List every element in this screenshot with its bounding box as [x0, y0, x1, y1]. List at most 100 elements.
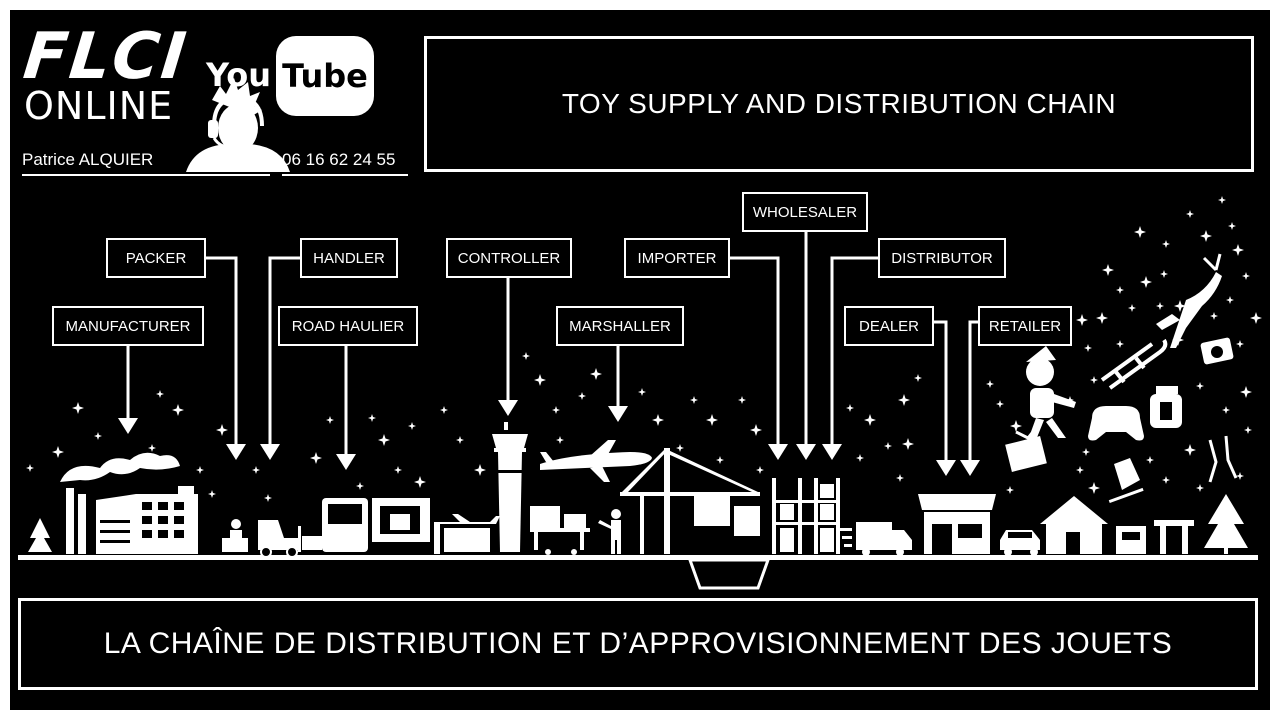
star-icon [552, 406, 560, 414]
star-icon [1240, 386, 1252, 398]
star-icon [208, 490, 216, 498]
logo-online: ONLINE [24, 84, 174, 128]
star-icon [986, 380, 994, 388]
gift-icon [1005, 427, 1047, 472]
star-icon [846, 404, 854, 412]
star-icon [1076, 466, 1084, 474]
star-icon [706, 414, 718, 426]
star-icon [756, 466, 764, 474]
label-packer: PACKER [106, 238, 206, 278]
star-icon [252, 466, 260, 474]
star-icon [1174, 300, 1186, 312]
champagne-icon [1208, 435, 1238, 483]
shop-icon [918, 494, 996, 554]
star-icon [1076, 314, 1088, 326]
star-icon [156, 390, 164, 398]
star-icon [738, 396, 746, 404]
star-icon [1006, 486, 1014, 494]
star-icon [1200, 230, 1212, 242]
star-icon [864, 414, 876, 426]
star-icon [172, 404, 184, 416]
airplane-icon [540, 440, 652, 482]
cargo-marshaller-icon [530, 506, 621, 555]
label-marshaller: MARSHALLER [556, 306, 684, 346]
youtube-you: You [206, 56, 271, 94]
star-icon [1210, 312, 1218, 320]
arrow-heads [118, 400, 980, 476]
star-icon [1184, 444, 1196, 456]
star-icon [394, 466, 402, 474]
phone-number: 06 16 62 24 55 [282, 150, 408, 176]
star-icon [326, 416, 334, 424]
star-icon [456, 436, 464, 444]
factory-icon [60, 452, 198, 554]
star-icon [94, 432, 102, 440]
port-crane-icon [620, 448, 771, 590]
connector-arrows [126, 230, 980, 462]
star-icon [898, 394, 910, 406]
star-icon [368, 414, 376, 422]
star-icon [652, 414, 664, 426]
control-tower-icon [492, 422, 528, 552]
star-icon [1140, 276, 1152, 288]
star-icon [578, 392, 586, 400]
star-icon [72, 402, 84, 414]
star-icon [1116, 340, 1124, 348]
star-icon [1088, 482, 1100, 494]
star-icon [1134, 226, 1146, 238]
ice-skate-icon [1108, 458, 1144, 504]
star-icon [474, 464, 486, 476]
star-icon [414, 476, 426, 488]
star-icon [996, 400, 1004, 408]
star-icon [884, 442, 892, 450]
lantern-icon [1150, 386, 1182, 428]
truck-icon [322, 498, 440, 554]
label-manufacturer: MANUFACTURER [52, 306, 204, 346]
star-icon [590, 368, 602, 380]
star-icon [1228, 222, 1236, 230]
star-icon [522, 352, 530, 360]
label-controller: CONTROLLER [446, 238, 572, 278]
label-distributor: DISTRIBUTOR [878, 238, 1006, 278]
warehouse-rack-icon [772, 478, 840, 554]
star-icon [1102, 264, 1114, 276]
label-dealer: DEALER [844, 306, 934, 346]
star-icon [26, 464, 34, 472]
small-plane-icon [440, 514, 500, 552]
star-icon [1010, 420, 1022, 432]
star-icon [440, 406, 448, 414]
car-icon [1000, 530, 1040, 556]
star-icon [1090, 376, 1098, 384]
forklift-icon [222, 519, 322, 558]
star-icon [52, 446, 64, 458]
star-icon [216, 424, 228, 436]
headset-person-icon [186, 78, 290, 172]
delivery-van-icon [840, 522, 912, 556]
star-icon [1218, 196, 1226, 204]
star-icon [676, 444, 684, 452]
star-icon [1196, 382, 1204, 390]
star-icon [1236, 340, 1244, 348]
label-handler: HANDLER [300, 238, 398, 278]
star-icon [310, 452, 322, 464]
star-icon [1160, 270, 1168, 278]
star-icon [1156, 302, 1164, 310]
star-icon [1084, 344, 1092, 352]
star-icon [1222, 406, 1230, 414]
star-icon [1236, 472, 1244, 480]
star-icon [378, 434, 390, 446]
ground-line [18, 555, 1258, 560]
star-icon [264, 494, 272, 502]
star-icon [1128, 304, 1136, 312]
star-icon [1250, 312, 1262, 324]
label-wholesaler: WHOLESALER [742, 192, 868, 232]
star-icon [1226, 296, 1234, 304]
star-icon [196, 466, 204, 474]
pine-tree-icon [28, 494, 1248, 554]
camera-icon [1200, 337, 1234, 365]
french-subtitle: LA CHAÎNE DE DISTRIBUTION ET D’APPROVISI… [18, 598, 1258, 690]
star-icon [1162, 476, 1170, 484]
youtube-tube-badge: Tube [276, 36, 374, 116]
label-importer: IMPORTER [624, 238, 730, 278]
